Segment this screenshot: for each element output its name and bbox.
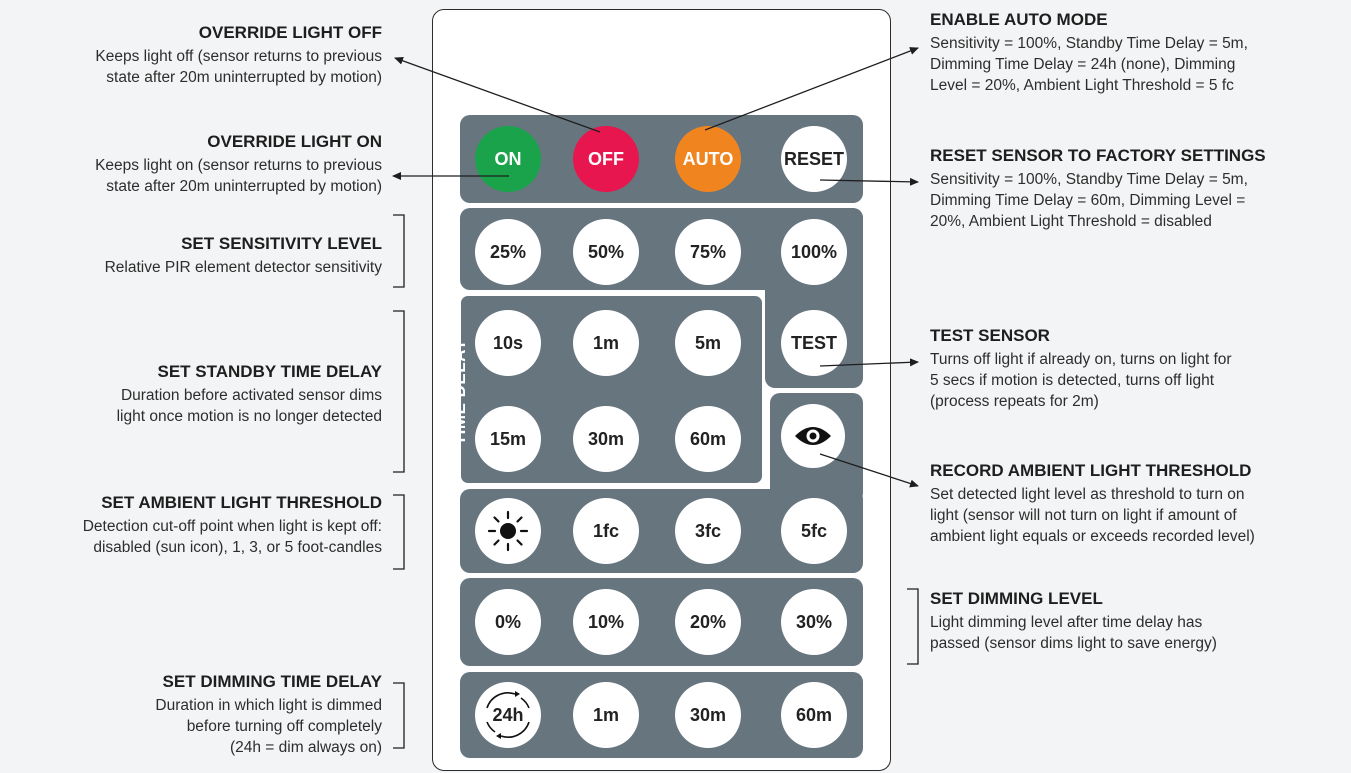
eye-icon: [795, 427, 831, 445]
time-delay-5m-button[interactable]: 5m: [675, 310, 741, 376]
override-off-annotation: OVERRIDE LIGHT OFF Keeps light off (sens…: [0, 22, 382, 88]
time-delay-10s-button[interactable]: 10s: [475, 310, 541, 376]
dim-time-24h-button[interactable]: 24h: [475, 682, 541, 748]
threshold-disabled-button[interactable]: [475, 498, 541, 564]
time-delay-60m-button[interactable]: 60m: [675, 406, 741, 472]
dim-time-1m-button[interactable]: 1m: [573, 682, 639, 748]
dim-level-annotation: SET DIMMING LEVEL Light dimming level af…: [930, 588, 1350, 654]
dim-time-title: SET DIMMING TIME DELAY: [162, 672, 382, 691]
override-on-desc: Keeps light on (sensor returns to previo…: [95, 157, 382, 195]
time-delay-30m-button[interactable]: 30m: [573, 406, 639, 472]
test-annotation: TEST SENSOR Turns off light if already o…: [930, 325, 1350, 412]
test-title: TEST SENSOR: [930, 326, 1050, 345]
record-title: RECORD AMBIENT LIGHT THRESHOLD: [930, 461, 1252, 480]
dim-time-24h-label: 24h: [492, 704, 524, 725]
sensitivity-title: SET SENSITIVITY LEVEL: [181, 234, 382, 253]
sensitivity-desc: Relative PIR element detector sensitivit…: [104, 259, 382, 276]
reset-desc: Sensitivity = 100%, Standby Time Delay =…: [930, 171, 1248, 230]
ambient-desc: Detection cut-off point when light is ke…: [82, 518, 382, 556]
sensitivity-75-button[interactable]: 75%: [675, 219, 741, 285]
time-delay-15m-button[interactable]: 15m: [475, 406, 541, 472]
dim-level-0-button[interactable]: 0%: [475, 589, 541, 655]
cycle-icon: [486, 691, 530, 739]
override-on-annotation: OVERRIDE LIGHT ON Keeps light on (sensor…: [0, 131, 382, 197]
override-on-title: OVERRIDE LIGHT ON: [207, 132, 382, 151]
sensitivity-25-button[interactable]: 25%: [475, 219, 541, 285]
standby-annotation: SET STANDBY TIME DELAY Duration before a…: [0, 361, 382, 427]
dim-level-desc: Light dimming level after time delay has…: [930, 614, 1217, 652]
sensitivity-annotation: SET SENSITIVITY LEVEL Relative PIR eleme…: [0, 233, 382, 278]
time-delay-1m-button[interactable]: 1m: [573, 310, 639, 376]
override-off-desc: Keeps light off (sensor returns to previ…: [95, 48, 382, 86]
sun-icon: [487, 510, 529, 552]
reset-annotation: RESET SENSOR TO FACTORY SETTINGS Sensiti…: [930, 145, 1350, 232]
record-annotation: RECORD AMBIENT LIGHT THRESHOLD Set detec…: [930, 460, 1350, 547]
record-desc: Set detected light level as threshold to…: [930, 486, 1255, 545]
reset-title: RESET SENSOR TO FACTORY SETTINGS: [930, 146, 1266, 165]
dim-level-10-button[interactable]: 10%: [573, 589, 639, 655]
dim-level-title: SET DIMMING LEVEL: [930, 589, 1103, 608]
on-button[interactable]: ON: [475, 126, 541, 192]
standby-title: SET STANDBY TIME DELAY: [157, 362, 383, 381]
off-button[interactable]: OFF: [573, 126, 639, 192]
threshold-5fc-button[interactable]: 5fc: [781, 498, 847, 564]
ambient-title: SET AMBIENT LIGHT THRESHOLD: [101, 493, 382, 512]
override-off-title: OVERRIDE LIGHT OFF: [198, 23, 382, 42]
auto-mode-desc: Sensitivity = 100%, Standby Time Delay =…: [930, 35, 1248, 94]
dim-level-20-button[interactable]: 20%: [675, 589, 741, 655]
dim-time-annotation: SET DIMMING TIME DELAY Duration in which…: [0, 671, 382, 758]
threshold-3fc-button[interactable]: 3fc: [675, 498, 741, 564]
sensitivity-100-button[interactable]: 100%: [781, 219, 847, 285]
auto-mode-title: ENABLE AUTO MODE: [930, 10, 1108, 29]
sensitivity-50-button[interactable]: 50%: [573, 219, 639, 285]
dim-level-30-button[interactable]: 30%: [781, 589, 847, 655]
auto-button[interactable]: AUTO: [675, 126, 741, 192]
threshold-1fc-button[interactable]: 1fc: [573, 498, 639, 564]
reset-button[interactable]: RESET: [781, 126, 847, 192]
auto-mode-annotation: ENABLE AUTO MODE Sensitivity = 100%, Sta…: [930, 9, 1350, 96]
dim-time-60m-button[interactable]: 60m: [781, 682, 847, 748]
record-threshold-button[interactable]: [781, 404, 845, 468]
dim-time-30m-button[interactable]: 30m: [675, 682, 741, 748]
test-desc: Turns off light if already on, turns on …: [930, 351, 1232, 410]
ambient-annotation: SET AMBIENT LIGHT THRESHOLD Detection cu…: [0, 492, 382, 558]
